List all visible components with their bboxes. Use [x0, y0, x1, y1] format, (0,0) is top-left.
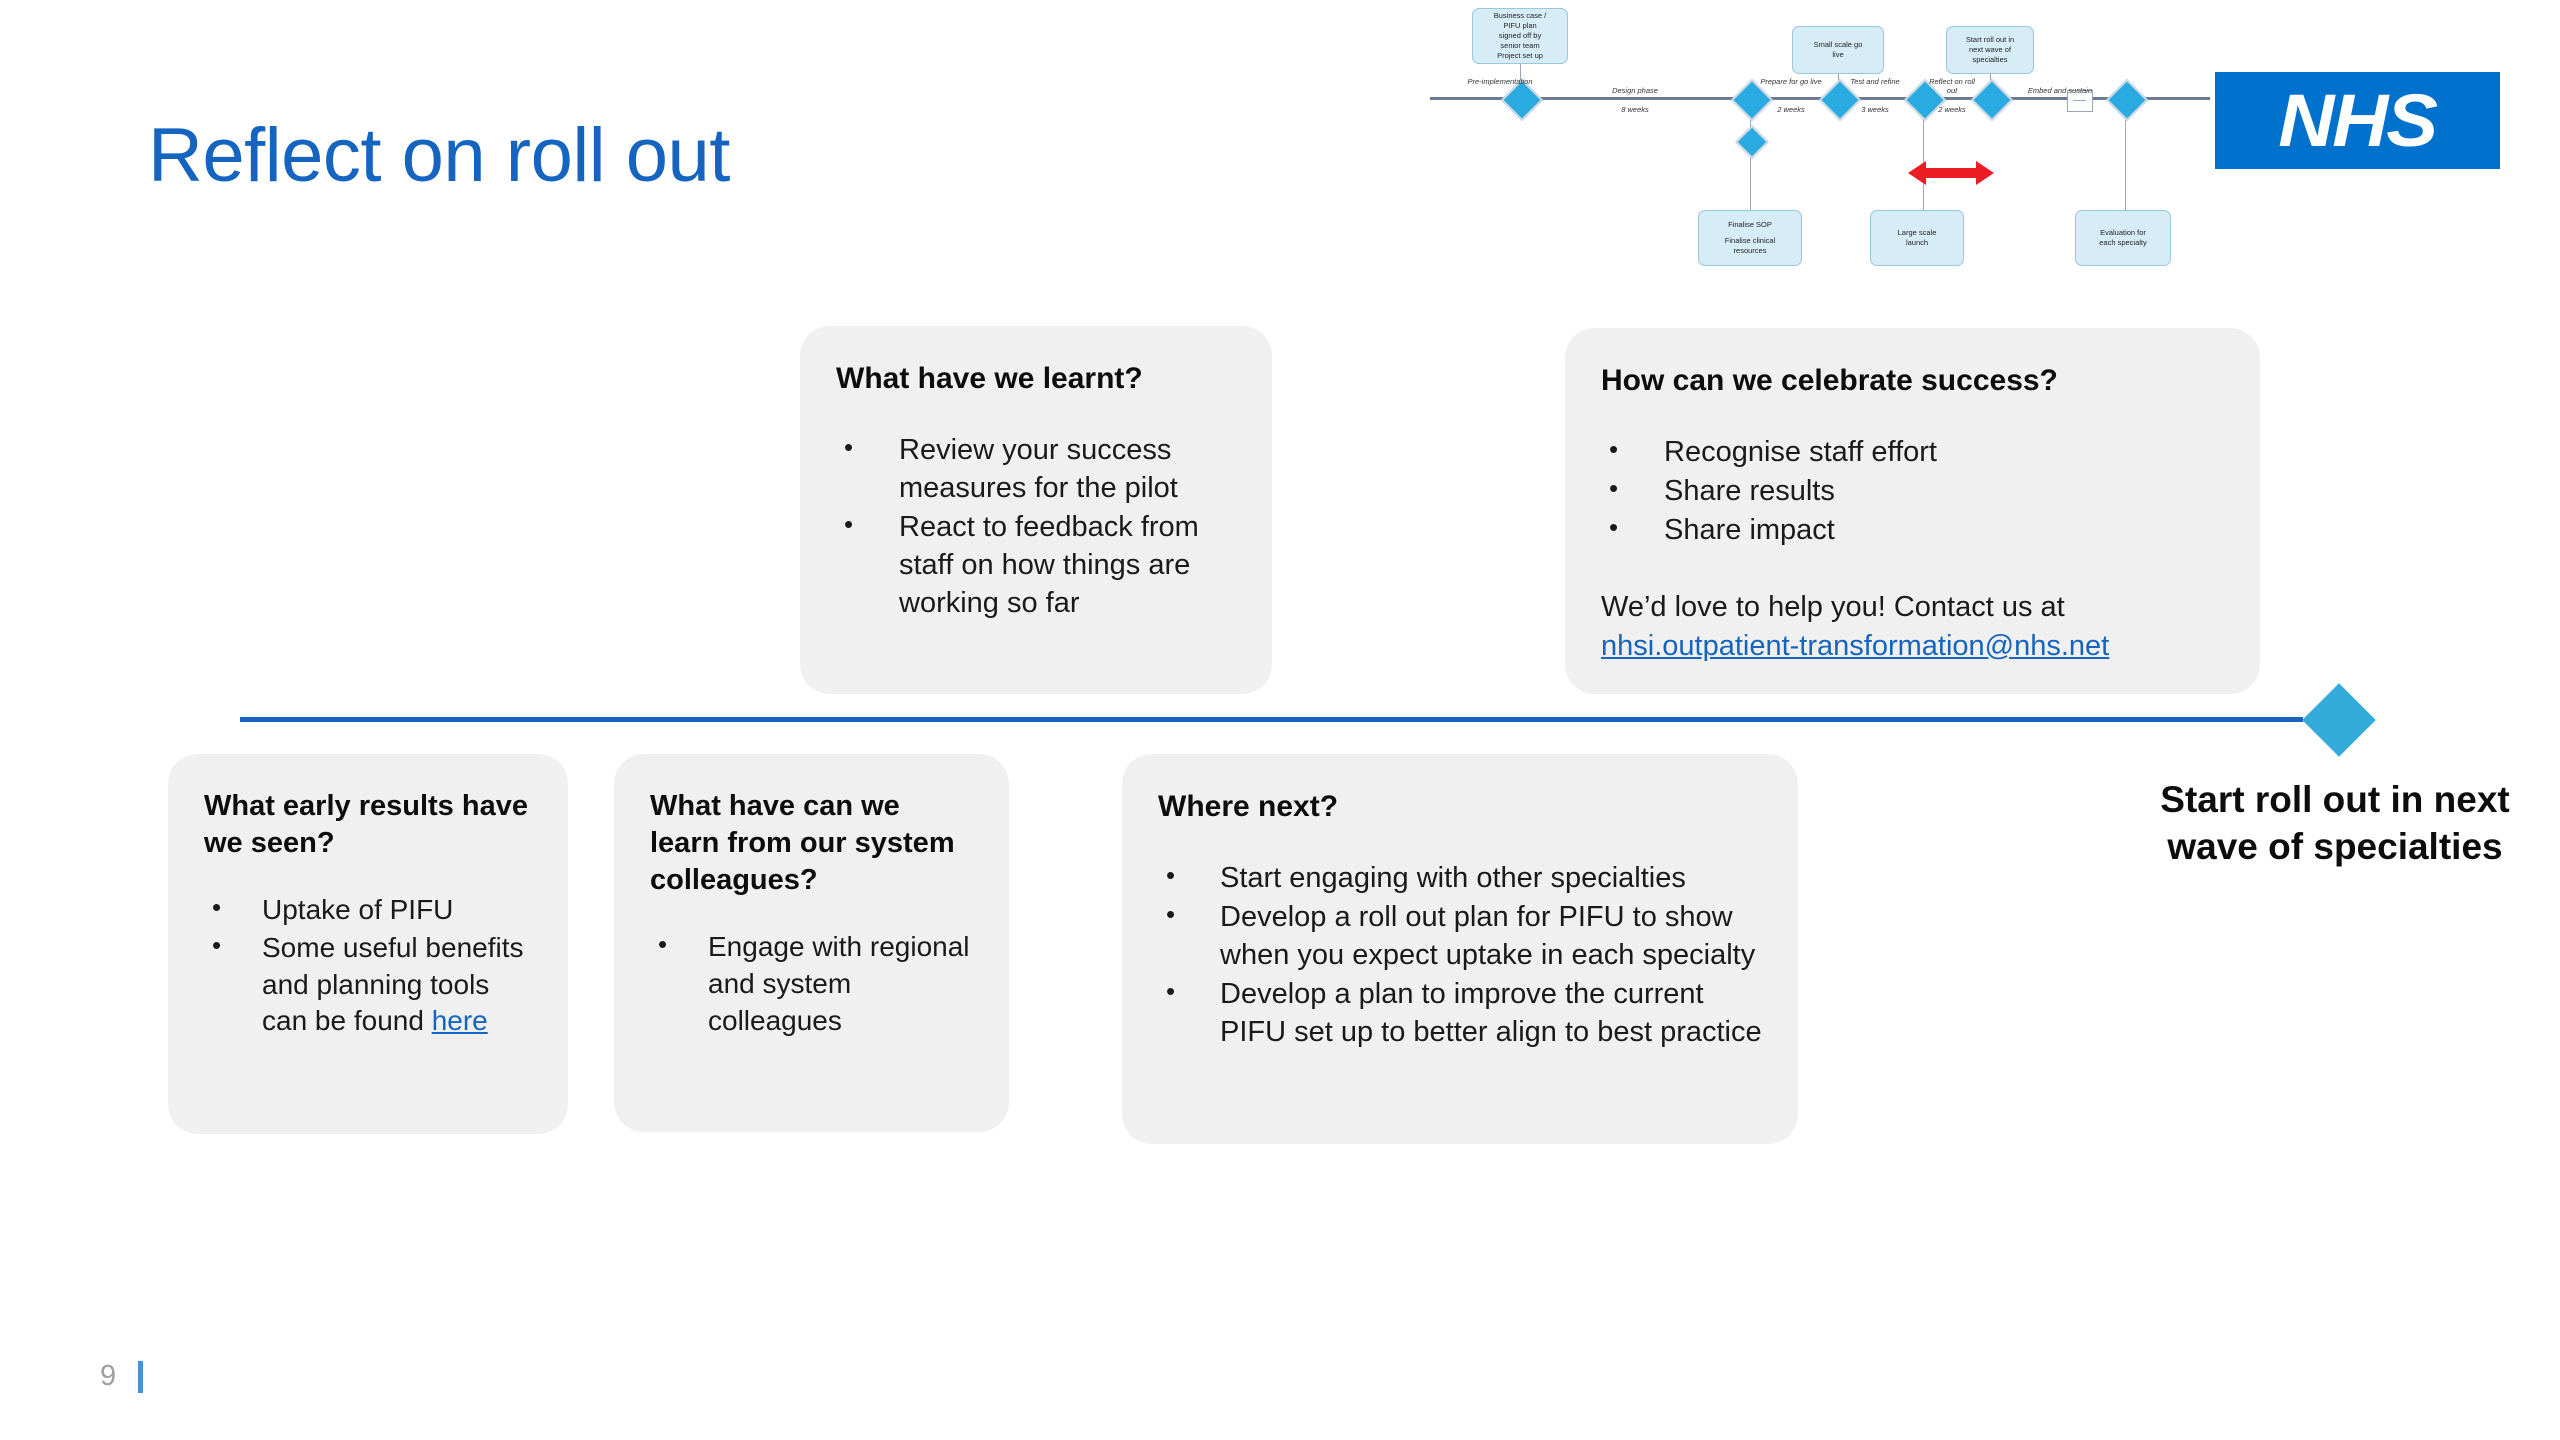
timeline-phase-duration: 2 weeks	[1938, 105, 1966, 114]
timeline-box-large-scale-launch: Large scale launch	[1870, 210, 1964, 266]
timeline-box-business-case: Business case / PIFU plan signed off by …	[1472, 8, 1568, 64]
card-heading: Where next?	[1158, 790, 1339, 823]
page-title: Reflect on roll out	[148, 113, 730, 198]
list-item: Start engaging with other specialties	[1158, 858, 1764, 898]
card-bullet-list: Recognise staff effort Share results Sha…	[1601, 432, 2226, 550]
card-bullet-list: Start engaging with other specialties De…	[1158, 858, 1764, 1052]
card-bullet-list: Uptake of PIFU Some useful benefits and …	[204, 890, 534, 1040]
list-item: Share impact	[1601, 510, 2226, 550]
contact-email-link[interactable]: nhsi.outpatient-transformation@nhs.net	[1601, 629, 2110, 662]
timeline-phase-label: Embed and sustain	[2027, 86, 2093, 95]
timeline-phase-label: Design phase	[1612, 86, 1658, 95]
timeline-box-finalise-sop: Finalise SOP Finalise clinical resources	[1698, 210, 1802, 266]
nhs-logo-text: NHS	[2278, 78, 2439, 162]
timeline-connector	[1750, 152, 1751, 210]
list-item: Some useful benefits and planning tools …	[204, 928, 534, 1040]
timeline-box-small-scale-go-live: Small scale go live	[1792, 26, 1884, 74]
card-what-early-results-have-we-seen: What early results have we seen? Uptake …	[168, 754, 568, 1134]
timeline-phase-label: Prepare for go live	[1760, 77, 1822, 86]
contact-note: We’d love to help you! Contact us at nhs…	[1601, 588, 2226, 665]
list-item: React to feedback from staff on how thin…	[836, 507, 1238, 623]
list-item: Recognise staff effort	[1601, 432, 2226, 472]
card-how-can-we-celebrate-success: How can we celebrate success? Recognise …	[1565, 328, 2260, 694]
contact-note-text: We’d love to help you! Contact us at	[1601, 591, 2065, 624]
list-item: Develop a roll out plan for PIFU to show…	[1158, 897, 1764, 975]
list-item: Engage with regional and system colleagu…	[650, 927, 975, 1039]
footer-accent-bar	[138, 1360, 144, 1393]
list-item: Review your success measures for the pil…	[836, 430, 1238, 508]
card-learn-from-system-colleagues: What have can we learn from our system c…	[614, 754, 1009, 1132]
card-where-next: Where next? Start engaging with other sp…	[1122, 754, 1798, 1144]
roll-out-timeline-diagram: Pre-implementation Design phase 8 weeks …	[1430, 0, 2210, 300]
slide-number: 9	[100, 1360, 117, 1392]
list-item: Share results	[1601, 471, 2226, 511]
timeline-document-node-icon	[2067, 90, 2093, 112]
slide-footer: 9	[100, 1360, 144, 1393]
timeline-milestone-diamond	[1735, 125, 1769, 159]
card-heading: What have can we learn from our system c…	[650, 790, 955, 897]
card-bullet-list: Review your success measures for the pil…	[836, 430, 1238, 623]
nhs-logo: NHS	[2215, 72, 2500, 169]
milestone-diamond-icon	[2302, 683, 2376, 757]
milestone-caption: Start roll out in next wave of specialti…	[2160, 779, 2510, 868]
timeline-phase-label: Pre-implementation	[1467, 77, 1533, 86]
timeline-phase-duration: 2 weeks	[1777, 105, 1805, 114]
timeline-rule	[240, 717, 2303, 722]
card-heading: How can we celebrate success?	[1601, 364, 2058, 397]
list-item-text: Some useful benefits and planning tools …	[262, 931, 524, 1037]
timeline-phase-label: Reflect on roll out	[1929, 77, 1975, 96]
card-bullet-list: Engage with regional and system colleagu…	[650, 927, 975, 1039]
timeline-highlight-arrow-icon	[1908, 161, 1994, 185]
benefits-tools-link[interactable]: here	[431, 1005, 488, 1037]
timeline-box-start-roll-out: Start roll out in next wave of specialti…	[1946, 26, 2034, 74]
timeline-box-evaluation: Evaluation for each specialty	[2075, 210, 2171, 266]
card-heading: What have we learnt?	[836, 362, 1143, 395]
timeline-connector	[1750, 110, 1751, 136]
timeline-phase-label: Test and refine	[1850, 77, 1900, 86]
card-heading: What early results have we seen?	[204, 790, 528, 860]
card-what-have-we-learnt: What have we learnt? Review your success…	[800, 326, 1272, 694]
list-item: Develop a plan to improve the current PI…	[1158, 974, 1764, 1052]
list-item: Uptake of PIFU	[204, 890, 534, 929]
timeline-phase-duration: 3 weeks	[1861, 105, 1889, 114]
timeline-connector	[2125, 110, 2126, 210]
timeline-phase-duration: 8 weeks	[1621, 105, 1649, 114]
timeline-connector	[1923, 110, 1924, 210]
